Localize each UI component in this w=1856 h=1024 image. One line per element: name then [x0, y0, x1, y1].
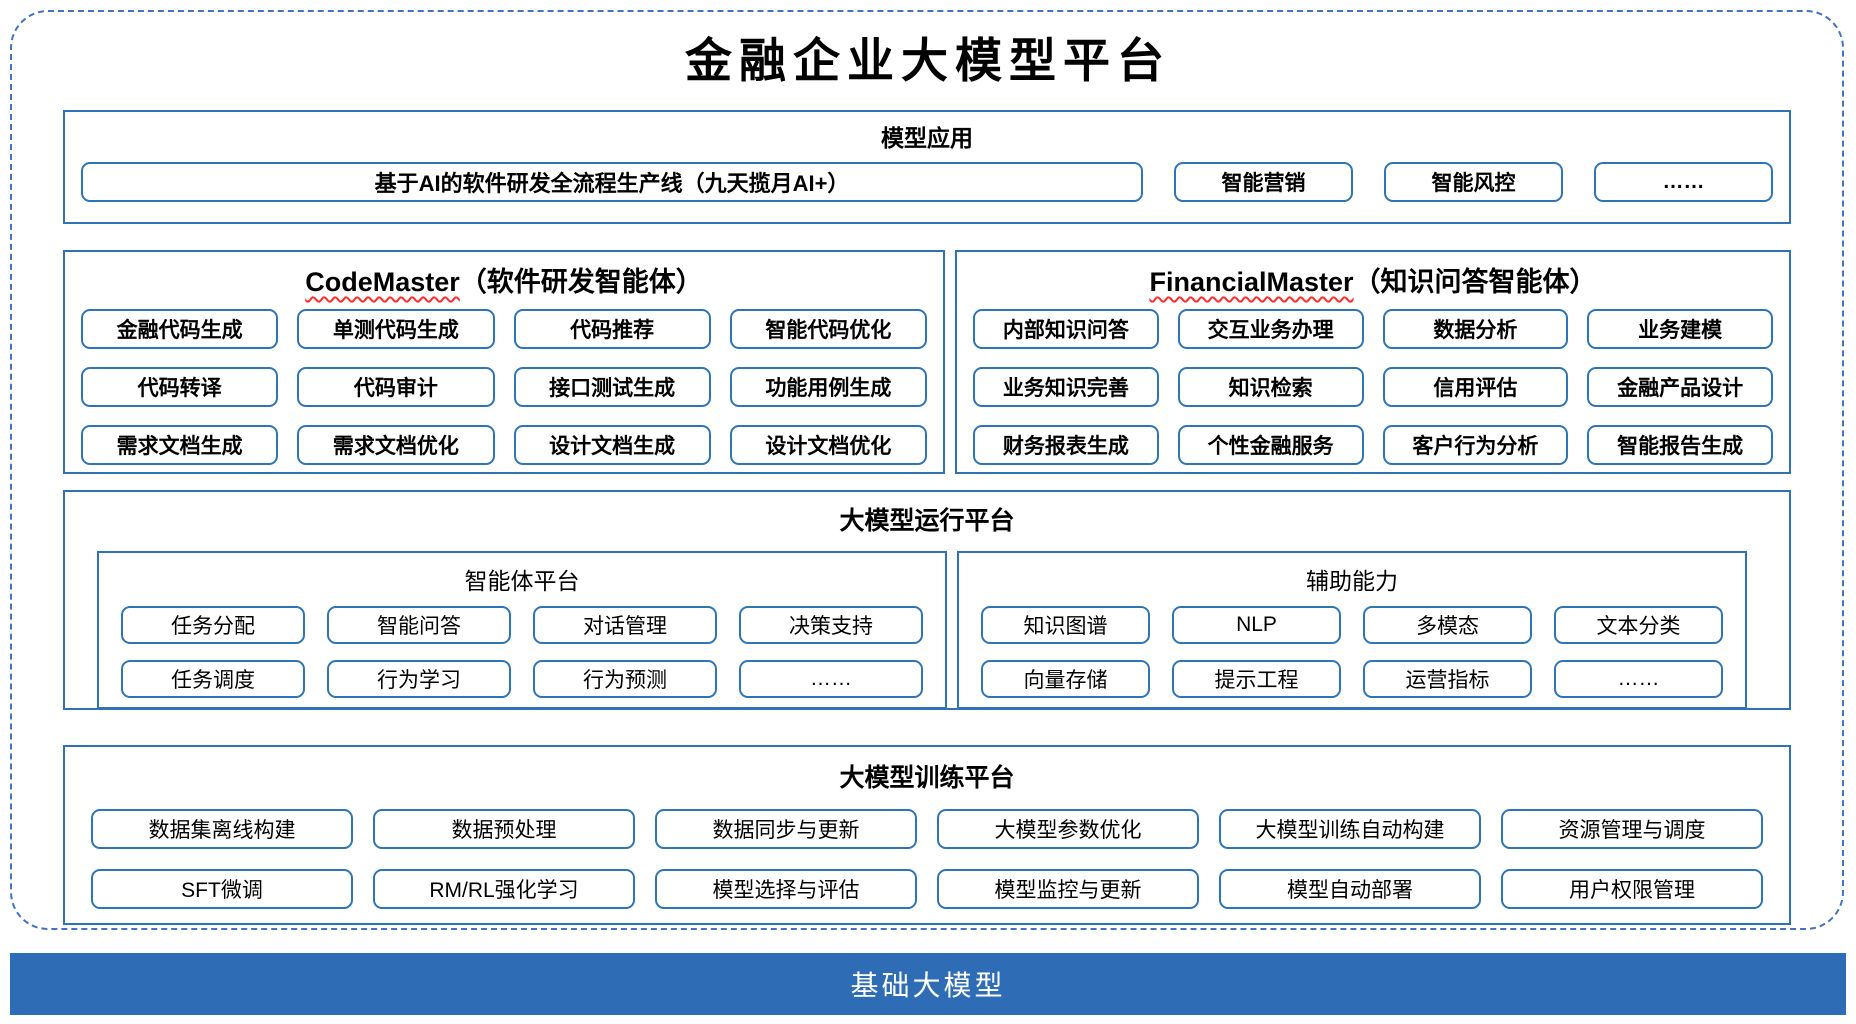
- training-platform-title: 大模型训练平台: [839, 764, 1015, 792]
- app-item-more: ……: [1594, 162, 1773, 202]
- codemaster-item: 智能代码优化: [729, 309, 927, 349]
- codemaster-item: 需求文档优化: [297, 425, 495, 465]
- codemaster-item: 功能用例生成: [729, 367, 927, 407]
- codemaster-item: 接口测试生成: [513, 367, 711, 407]
- codemaster-item: 需求文档生成: [81, 425, 279, 465]
- agent-platform-item: 智能问答: [327, 606, 511, 644]
- financialmaster-item: 内部知识问答: [973, 309, 1159, 349]
- financialmaster-item: 知识检索: [1177, 367, 1364, 407]
- agent-platform-item: 任务调度: [121, 660, 305, 698]
- agent-platform-item: 行为学习: [327, 660, 511, 698]
- training-item: 数据同步与更新: [655, 809, 917, 849]
- financialmaster-grid: 内部知识问答 交互业务办理 数据分析 业务建模 业务知识完善 知识检索 信用评估…: [973, 309, 1773, 465]
- auxiliary-item: NLP: [1172, 606, 1341, 644]
- training-item: 模型监控与更新: [937, 869, 1199, 909]
- section-financialmaster: FinancialMaster（知识问答智能体） 内部知识问答 交互业务办理 数…: [955, 250, 1791, 474]
- training-item: RM/RL强化学习: [373, 869, 635, 909]
- auxiliary-item: 向量存储: [981, 660, 1150, 698]
- codemaster-item: 代码推荐: [513, 309, 711, 349]
- codemaster-title: CodeMaster（软件研发智能体）: [65, 260, 943, 299]
- financialmaster-item: 交互业务办理: [1177, 309, 1364, 349]
- model-applications-title: 模型应用: [881, 125, 973, 151]
- financialmaster-item: 财务报表生成: [973, 425, 1159, 465]
- section-model-applications: 模型应用 基于AI的软件研发全流程生产线（九天揽月AI+） 智能营销 智能风控 …: [63, 110, 1791, 224]
- codemaster-title-zh: （软件研发智能体）: [459, 267, 703, 297]
- financialmaster-title-en: FinancialMaster: [1149, 267, 1354, 297]
- training-item: 模型自动部署: [1219, 869, 1481, 909]
- training-item: 数据预处理: [373, 809, 635, 849]
- subsection-auxiliary-capabilities: 辅助能力 知识图谱 NLP 多模态 文本分类 向量存储 提示工程 运营指标 ……: [957, 551, 1747, 709]
- agent-platform-item: 决策支持: [739, 606, 923, 644]
- runtime-platform-title: 大模型运行平台: [839, 507, 1015, 535]
- auxiliary-item: 知识图谱: [981, 606, 1150, 644]
- runtime-row: 智能体平台 任务分配 智能问答 对话管理 决策支持 任务调度 行为学习 行为预测…: [65, 551, 1789, 709]
- training-item: 数据集离线构建: [91, 809, 353, 849]
- training-item: SFT微调: [91, 869, 353, 909]
- financialmaster-item: 业务建模: [1587, 309, 1773, 349]
- codemaster-item: 代码审计: [297, 367, 495, 407]
- app-item-ai-pipeline: 基于AI的软件研发全流程生产线（九天揽月AI+）: [81, 162, 1143, 202]
- training-item: 资源管理与调度: [1501, 809, 1763, 849]
- section-training-platform: 大模型训练平台 数据集离线构建 数据预处理 数据同步与更新 大模型参数优化 大模…: [63, 745, 1791, 925]
- training-item: 用户权限管理: [1501, 869, 1763, 909]
- section-runtime-platform: 大模型运行平台 智能体平台 任务分配 智能问答 对话管理 决策支持 任务调度 行…: [63, 490, 1791, 710]
- codemaster-item: 代码转译: [81, 367, 279, 407]
- financialmaster-title: FinancialMaster（知识问答智能体）: [957, 260, 1789, 299]
- training-item: 大模型参数优化: [937, 809, 1199, 849]
- foundation-model-label: 基础大模型: [850, 970, 1006, 1001]
- financialmaster-item: 个性金融服务: [1177, 425, 1364, 465]
- agent-platform-item: 对话管理: [533, 606, 717, 644]
- auxiliary-item: 多模态: [1363, 606, 1532, 644]
- agent-platform-item: 行为预测: [533, 660, 717, 698]
- financialmaster-title-zh: （知识问答智能体）: [1353, 267, 1597, 297]
- financialmaster-item: 金融产品设计: [1587, 367, 1773, 407]
- financialmaster-item: 数据分析: [1382, 309, 1569, 349]
- codemaster-grid: 金融代码生成 单测代码生成 代码推荐 智能代码优化 代码转译 代码审计 接口测试…: [81, 309, 927, 465]
- app-item: 智能营销: [1174, 162, 1353, 202]
- codemaster-item: 设计文档生成: [513, 425, 711, 465]
- section-codemaster: CodeMaster（软件研发智能体） 金融代码生成 单测代码生成 代码推荐 智…: [63, 250, 945, 474]
- subsection-agent-platform: 智能体平台 任务分配 智能问答 对话管理 决策支持 任务调度 行为学习 行为预测…: [97, 551, 947, 709]
- financialmaster-item: 信用评估: [1382, 367, 1569, 407]
- agent-platform-grid: 任务分配 智能问答 对话管理 决策支持 任务调度 行为学习 行为预测 ……: [121, 606, 923, 698]
- training-platform-grid: 数据集离线构建 数据预处理 数据同步与更新 大模型参数优化 大模型训练自动构建 …: [91, 809, 1763, 909]
- auxiliary-item-more: ……: [1554, 660, 1723, 698]
- auxiliary-item: 提示工程: [1172, 660, 1341, 698]
- financialmaster-item: 业务知识完善: [973, 367, 1159, 407]
- auxiliary-grid: 知识图谱 NLP 多模态 文本分类 向量存储 提示工程 运营指标 ……: [981, 606, 1723, 698]
- auxiliary-item: 文本分类: [1554, 606, 1723, 644]
- agent-platform-title: 智能体平台: [464, 568, 580, 594]
- financialmaster-item: 智能报告生成: [1587, 425, 1773, 465]
- foundation-model-bar: 基础大模型: [10, 953, 1846, 1015]
- training-item: 大模型训练自动构建: [1219, 809, 1481, 849]
- training-item: 模型选择与评估: [655, 869, 917, 909]
- codemaster-title-en: CodeMaster: [305, 267, 460, 297]
- app-item: 智能风控: [1384, 162, 1563, 202]
- auxiliary-item: 运营指标: [1363, 660, 1532, 698]
- codemaster-item: 单测代码生成: [297, 309, 495, 349]
- page-title: 金融企业大模型平台: [685, 34, 1171, 89]
- agent-platform-item: 任务分配: [121, 606, 305, 644]
- codemaster-item: 设计文档优化: [729, 425, 927, 465]
- agent-platform-item-more: ……: [739, 660, 923, 698]
- financialmaster-item: 客户行为分析: [1382, 425, 1569, 465]
- model-applications-row: 基于AI的软件研发全流程生产线（九天揽月AI+） 智能营销 智能风控 ……: [65, 162, 1789, 202]
- codemaster-item: 金融代码生成: [81, 309, 279, 349]
- auxiliary-title: 辅助能力: [1306, 568, 1398, 594]
